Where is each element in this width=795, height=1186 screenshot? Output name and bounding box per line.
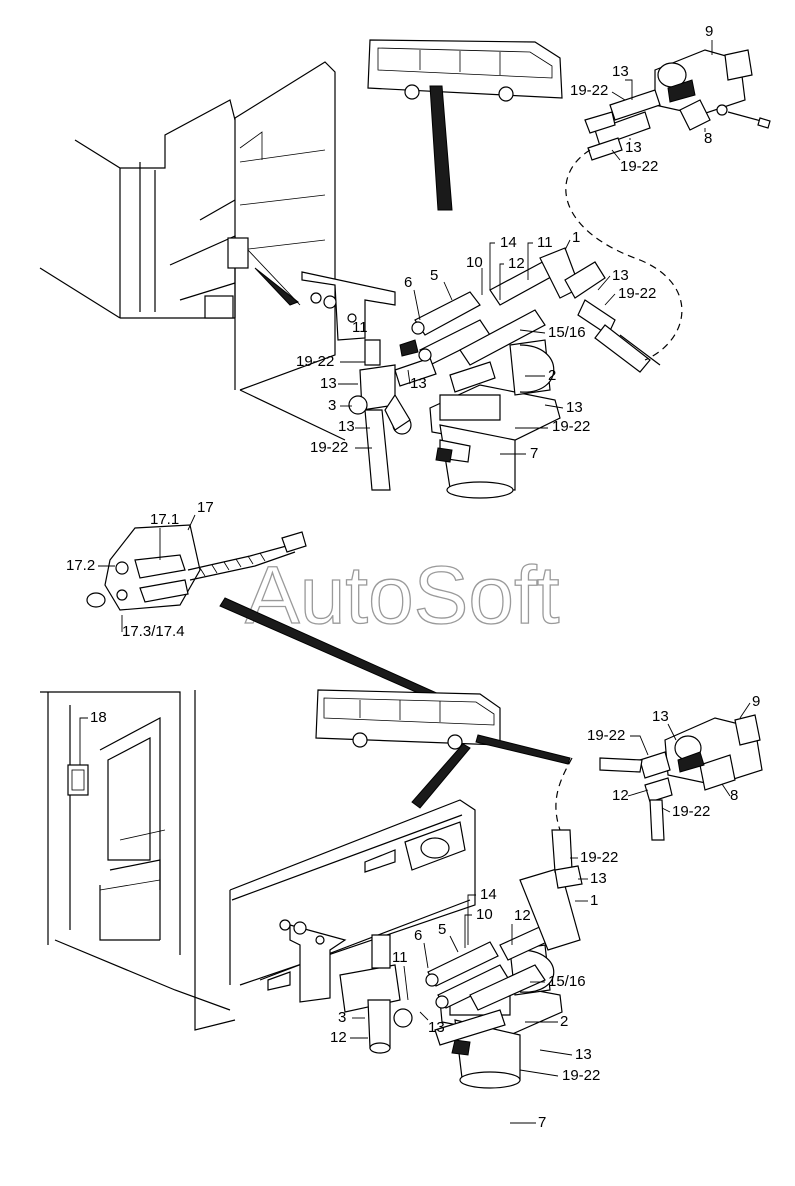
mounting-bracket-top <box>301 271 396 341</box>
callout-8: 8 <box>730 787 738 804</box>
callout-19-22: 19-22 <box>310 439 348 456</box>
bus-icon <box>315 689 571 809</box>
callout-11: 11 <box>392 949 408 966</box>
callout-13: 13 <box>338 418 355 435</box>
bus-icon <box>367 39 563 211</box>
callout-19-22: 19-22 <box>562 1067 600 1084</box>
stair-wall-top <box>39 61 346 441</box>
callout-5: 5 <box>430 267 438 284</box>
callout-19-22: 19-22 <box>570 82 608 99</box>
callout-2: 2 <box>548 367 556 384</box>
callout-9: 9 <box>705 23 713 40</box>
watermark: AutoSoft <box>245 550 560 641</box>
callout-10: 10 <box>466 254 483 271</box>
callout-19-22: 19-22 <box>618 285 656 302</box>
callout-13: 13 <box>612 267 629 284</box>
callout-19-22: 19-22 <box>587 727 625 744</box>
callouts-bottom: 18 9 19-22 13 12 8 19-22 19-22 13 1 14 1… <box>79 693 760 1131</box>
stair-light-bottom <box>67 764 89 796</box>
hose-path-top <box>565 149 683 361</box>
callout-7: 7 <box>538 1114 546 1131</box>
callout-14: 14 <box>480 886 497 903</box>
callouts-top: 9 13 19-22 13 19-22 8 14 11 1 10 12 5 6 <box>296 23 713 462</box>
top-assembly: 9 13 19-22 13 19-22 8 14 11 1 10 12 5 6 <box>39 23 771 499</box>
callout-13: 13 <box>590 870 607 887</box>
callouts-middle: 17.1 17 17.2 17.3/17.4 <box>66 499 214 640</box>
callout-2: 2 <box>560 1013 568 1030</box>
callout-13: 13 <box>652 708 669 725</box>
callout-17-1: 17.1 <box>150 511 179 528</box>
callout-8: 8 <box>704 130 712 147</box>
valve-icon <box>584 49 771 161</box>
callout-12: 12 <box>514 907 531 924</box>
callout-19-22: 19-22 <box>620 158 658 175</box>
callout-13: 13 <box>575 1046 592 1063</box>
callout-13: 13 <box>612 63 629 80</box>
bottom-assembly: 18 9 19-22 13 12 8 19-22 19-22 13 1 14 1… <box>40 689 763 1131</box>
callout-13: 13 <box>428 1019 445 1036</box>
fittings-cluster-top <box>348 247 651 491</box>
cable-assembly: 17.1 17 17.2 17.3/17.4 <box>66 499 307 640</box>
callout-13: 13 <box>566 399 583 416</box>
callout-5: 5 <box>438 921 446 938</box>
callout-11: 11 <box>352 319 368 336</box>
callout-12: 12 <box>508 255 525 272</box>
callout-12: 12 <box>330 1029 347 1046</box>
callout-19-22: 19-22 <box>672 803 710 820</box>
callout-13: 13 <box>320 375 337 392</box>
cable-icon <box>86 524 307 611</box>
hose-path-bottom <box>555 757 573 831</box>
valve-icon <box>599 714 763 841</box>
stair-wall-bottom <box>40 690 476 1031</box>
callout-3: 3 <box>328 397 336 414</box>
callout-6: 6 <box>404 274 412 291</box>
callout-13: 13 <box>410 375 427 392</box>
callout-1: 1 <box>572 229 580 246</box>
callout-15-16: 15/16 <box>548 324 586 341</box>
callout-19-22: 19-22 <box>296 353 334 370</box>
callout-6: 6 <box>414 927 422 944</box>
callout-15-16: 15/16 <box>548 973 586 990</box>
callout-13: 13 <box>625 139 642 156</box>
callout-7: 7 <box>530 445 538 462</box>
callout-11: 11 <box>537 234 553 251</box>
callout-3: 3 <box>338 1009 346 1026</box>
callout-19-22: 19-22 <box>580 849 618 866</box>
fuel-filter-icon <box>429 339 561 499</box>
callout-10: 10 <box>476 906 493 923</box>
callout-19-22: 19-22 <box>552 418 590 435</box>
callout-14: 14 <box>500 234 517 251</box>
callout-1: 1 <box>590 892 598 909</box>
mounting-bracket-bottom <box>279 919 347 1003</box>
callout-18: 18 <box>90 709 107 726</box>
stair-light-lower <box>204 295 234 319</box>
stair-light-top <box>227 237 249 269</box>
callout-9: 9 <box>752 693 760 710</box>
callout-17-3-17-4: 17.3/17.4 <box>122 623 185 640</box>
callout-17: 17 <box>197 499 214 516</box>
callout-12: 12 <box>612 787 629 804</box>
callout-17-2: 17.2 <box>66 557 95 574</box>
fittings-cluster-bottom <box>339 829 583 1054</box>
